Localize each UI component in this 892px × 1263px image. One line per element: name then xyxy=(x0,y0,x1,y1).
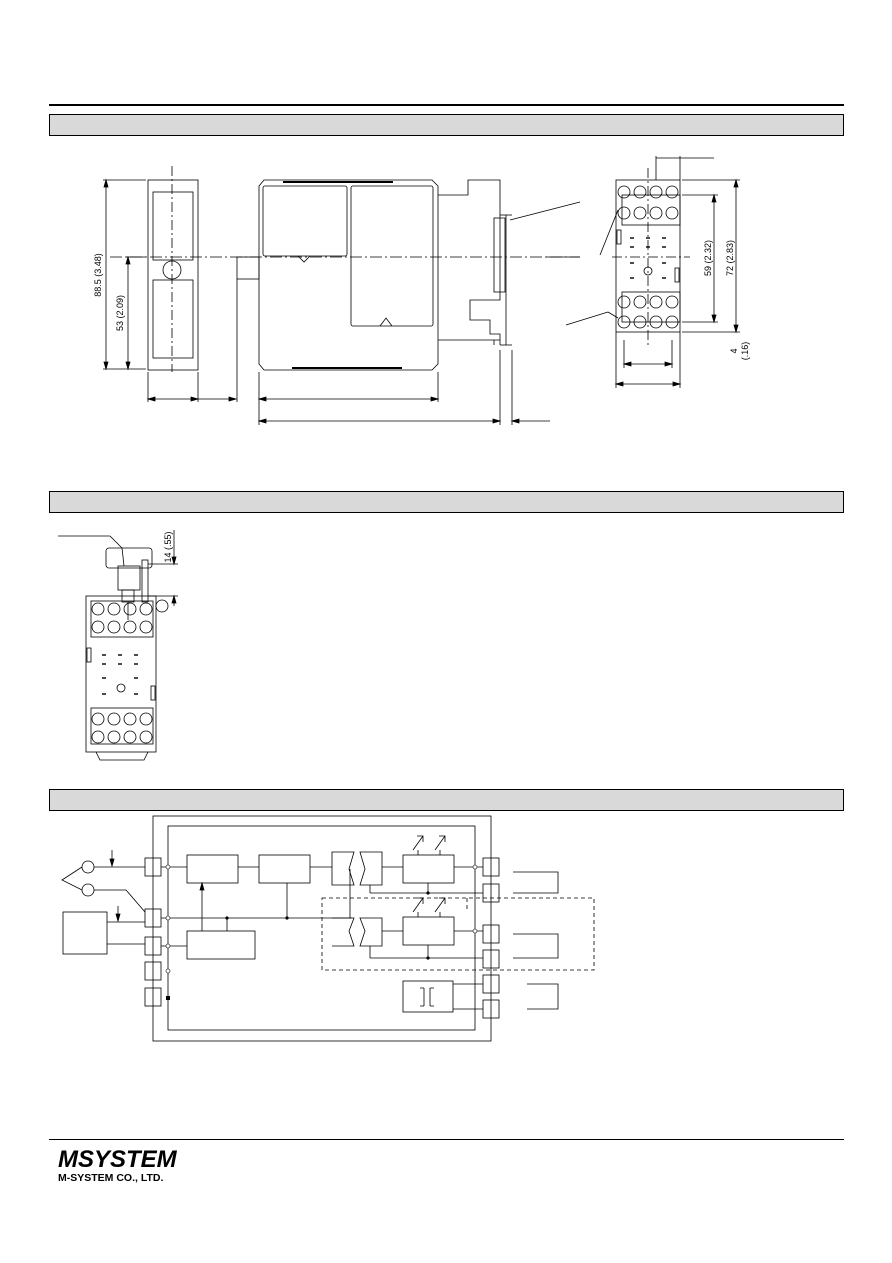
dim-clearance: 14 (.55) xyxy=(163,531,173,562)
dim-height-total: 88.5 (3.48) xyxy=(93,253,103,297)
company-name: M-SYSTEM CO., LTD. xyxy=(58,1172,164,1184)
block-diagram xyxy=(61,815,595,1042)
dim-socket-offset-in: (.16) xyxy=(740,342,750,361)
dim-socket-pitch: 59 (2.32) xyxy=(703,240,713,276)
section-bar-dimensions xyxy=(49,114,844,136)
dimensions-drawing: 88.5 (3.48) 53 (2.09) 59 (2.32) 72 (2.83… xyxy=(93,156,750,425)
dim-socket-offset: 4 xyxy=(729,348,739,353)
company-logo: MSYSTEM M-SYSTEM CO., LTD. xyxy=(58,1146,177,1185)
footer-rule xyxy=(49,1139,844,1140)
dim-socket-height: 72 (2.83) xyxy=(725,240,735,276)
mounting-drawing: 14 (.55) xyxy=(58,530,178,761)
logo-wordmark: MSYSTEM xyxy=(58,1146,177,1173)
section-bar-block-diagram xyxy=(49,789,844,811)
header-rule xyxy=(49,104,844,106)
section-bar-mounting xyxy=(49,491,844,513)
dim-height-mid: 53 (2.09) xyxy=(115,295,125,331)
